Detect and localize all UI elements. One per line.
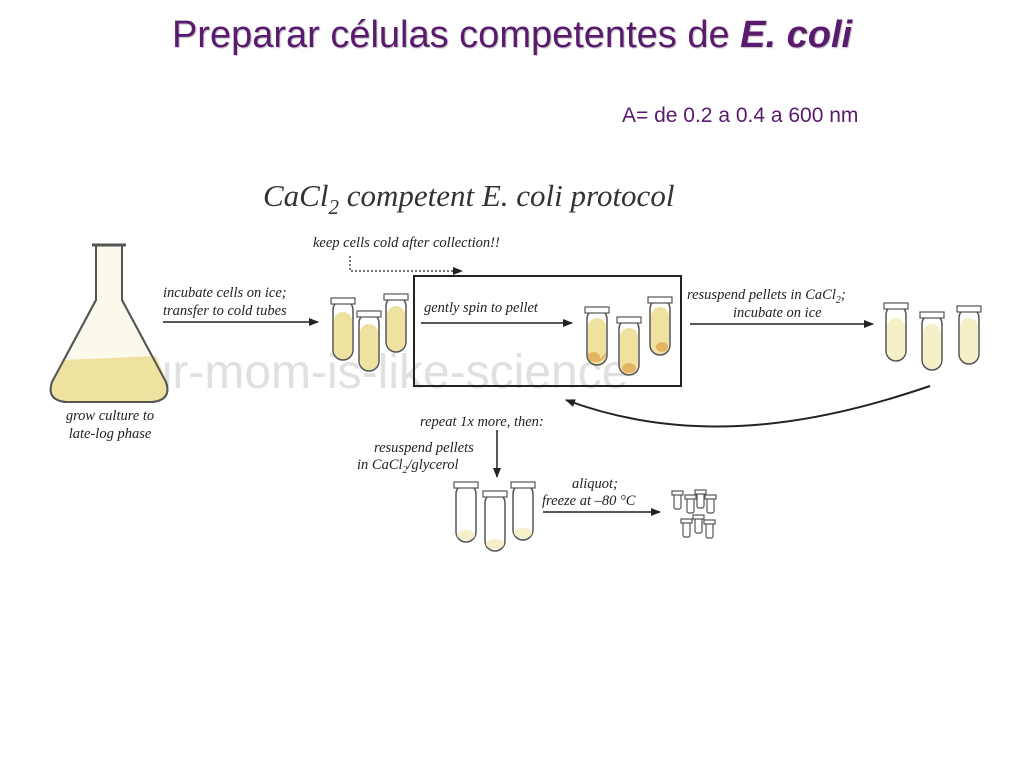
slide-title: Preparar células competentes de E. coli xyxy=(0,14,1024,57)
absorbance-note: A= de 0.2 a 0.4 a 600 nm xyxy=(622,104,859,127)
flask-label-1: grow culture to xyxy=(66,408,154,424)
aliquot-tubes xyxy=(671,489,717,539)
keep-cold-note: keep cells cold after collection!! xyxy=(313,235,500,251)
slide-title-main: Preparar células competentes de xyxy=(171,14,741,56)
flask-icon xyxy=(49,243,169,403)
step-aliquot-label-1: aliquot; xyxy=(572,476,618,492)
slide-title-species: E. coli xyxy=(740,14,853,56)
tubes-glycerol xyxy=(453,481,536,552)
step-final-label-1: resuspend pellets xyxy=(374,440,474,456)
step-resuspend-label-2: incubate on ice xyxy=(733,305,822,321)
step-resuspend-label-1: resuspend pellets in CaCl2; xyxy=(687,287,846,306)
step-incubate-label-1: incubate cells on ice; xyxy=(163,285,287,301)
step-spin-label: gently spin to pellet xyxy=(424,300,539,316)
step-incubate-label-2: transfer to cold tubes xyxy=(163,303,287,319)
step-aliquot-label-2: freeze at –80 °C xyxy=(542,493,636,509)
tubes-cold xyxy=(330,293,409,372)
step-repeat-label: repeat 1x more, then: xyxy=(420,414,544,430)
flask-label-2: late-log phase xyxy=(69,426,152,442)
spin-box xyxy=(413,275,682,387)
tubes-pelleted xyxy=(584,296,673,376)
repeat-arrow xyxy=(565,385,931,428)
dotted-arrow xyxy=(349,256,463,275)
step-final-label-2: in CaCl2/glycerol xyxy=(357,457,459,476)
diagram-title: CaCl2 competent E. coli protocol xyxy=(263,178,674,219)
tubes-resuspended xyxy=(883,302,982,371)
